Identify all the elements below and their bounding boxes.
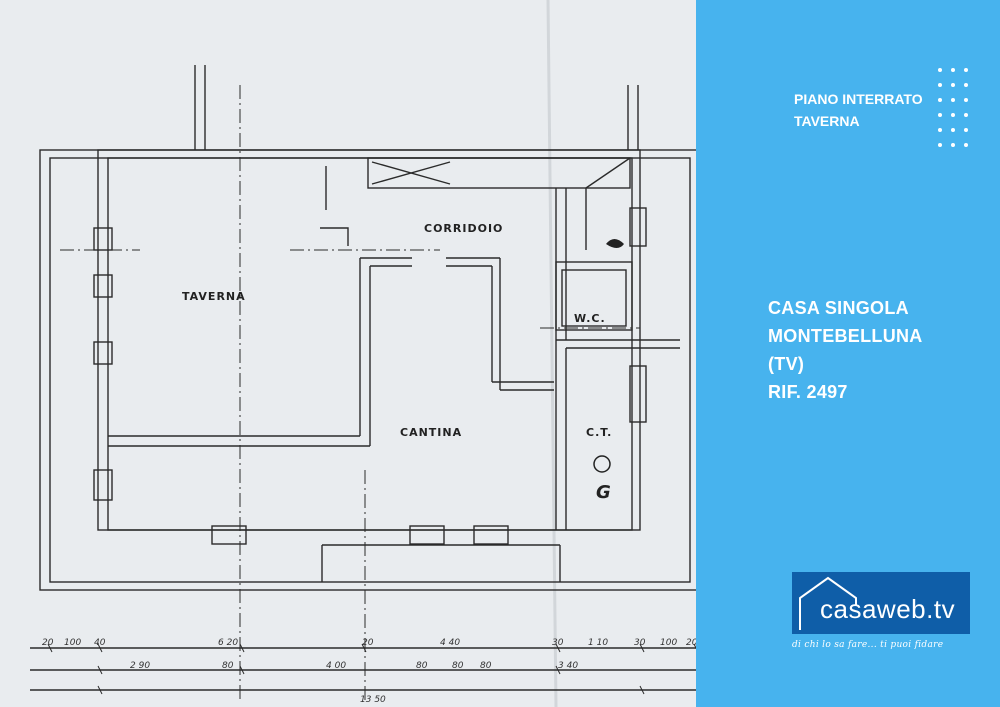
dimension-row-top: 20 100 40 6 20 20 4 40 30 1 10 30 100 20: [42, 638, 698, 648]
dimension-label: 80: [452, 661, 464, 671]
dimension-label: 4 00: [326, 661, 346, 671]
dimension-label: 4 40: [440, 638, 460, 648]
dot: [964, 143, 968, 147]
dot: [938, 83, 942, 87]
dimension-label: 30: [634, 638, 646, 648]
dimension-label: 3 40: [558, 661, 578, 671]
dimension-label: 80: [480, 661, 492, 671]
dimension-row-middle: 2 90 80 4 00 80 80 80 3 40: [130, 661, 578, 671]
dimension-label: 100: [64, 638, 81, 648]
dimension-label: 20: [362, 638, 374, 648]
house-icon: [799, 576, 857, 630]
info-panel: PIANO INTERRATO TAVERNA CASA SINGOLA MON…: [696, 0, 1000, 707]
dot: [951, 128, 955, 132]
dot: [938, 113, 942, 117]
dot: [951, 98, 955, 102]
dot: [951, 83, 955, 87]
property-reference: RIF. 2497: [768, 382, 848, 402]
property-province: (TV): [768, 354, 805, 374]
dot: [938, 98, 942, 102]
dot: [964, 83, 968, 87]
label-taverna: TAVERNA: [182, 290, 246, 303]
dimension-label: 1 10: [588, 638, 608, 648]
dimension-total: 13 50: [360, 695, 386, 705]
label-g: G: [596, 482, 612, 503]
dot: [951, 68, 955, 72]
drain-mark: [606, 239, 624, 248]
property-town: MONTEBELLUNA: [768, 326, 923, 346]
dot: [938, 68, 942, 72]
dimension-label: 40: [94, 638, 106, 648]
dot-grid-decoration: [938, 68, 970, 152]
label-ct: C.T.: [586, 426, 612, 439]
dimension-label: 100: [660, 638, 677, 648]
tagline: di chi lo sa fare... ti puoi fidare: [792, 640, 944, 650]
level-name: PIANO INTERRATO: [794, 91, 923, 107]
dot: [964, 68, 968, 72]
label-corridoio: CORRIDOIO: [424, 222, 503, 235]
dimension-label: 20: [686, 638, 698, 648]
label-wc: W.C.: [574, 312, 606, 325]
dot: [964, 128, 968, 132]
dot: [951, 143, 955, 147]
dimension-label: 2 90: [130, 661, 150, 671]
label-cantina: CANTINA: [400, 426, 462, 439]
dot: [951, 113, 955, 117]
dot: [964, 98, 968, 102]
logo-text: casaweb.tv: [820, 594, 956, 624]
dimension-label: 80: [222, 661, 234, 671]
dot: [964, 113, 968, 117]
dot: [938, 128, 942, 132]
dimension-label: 20: [42, 638, 54, 648]
dot: [938, 143, 942, 147]
dimension-label: 80: [416, 661, 428, 671]
level-room: TAVERNA: [794, 113, 860, 129]
brand-logo: casaweb.tv: [792, 572, 970, 634]
dimension-label: 6 20: [218, 638, 238, 648]
dimension-label: 30: [552, 638, 564, 648]
property-info: CASA SINGOLA MONTEBELLUNA (TV) RIF. 2497: [768, 294, 923, 406]
property-type: CASA SINGOLA: [768, 298, 909, 318]
level-title: PIANO INTERRATO TAVERNA: [794, 88, 923, 132]
boiler-symbol: [593, 455, 611, 473]
